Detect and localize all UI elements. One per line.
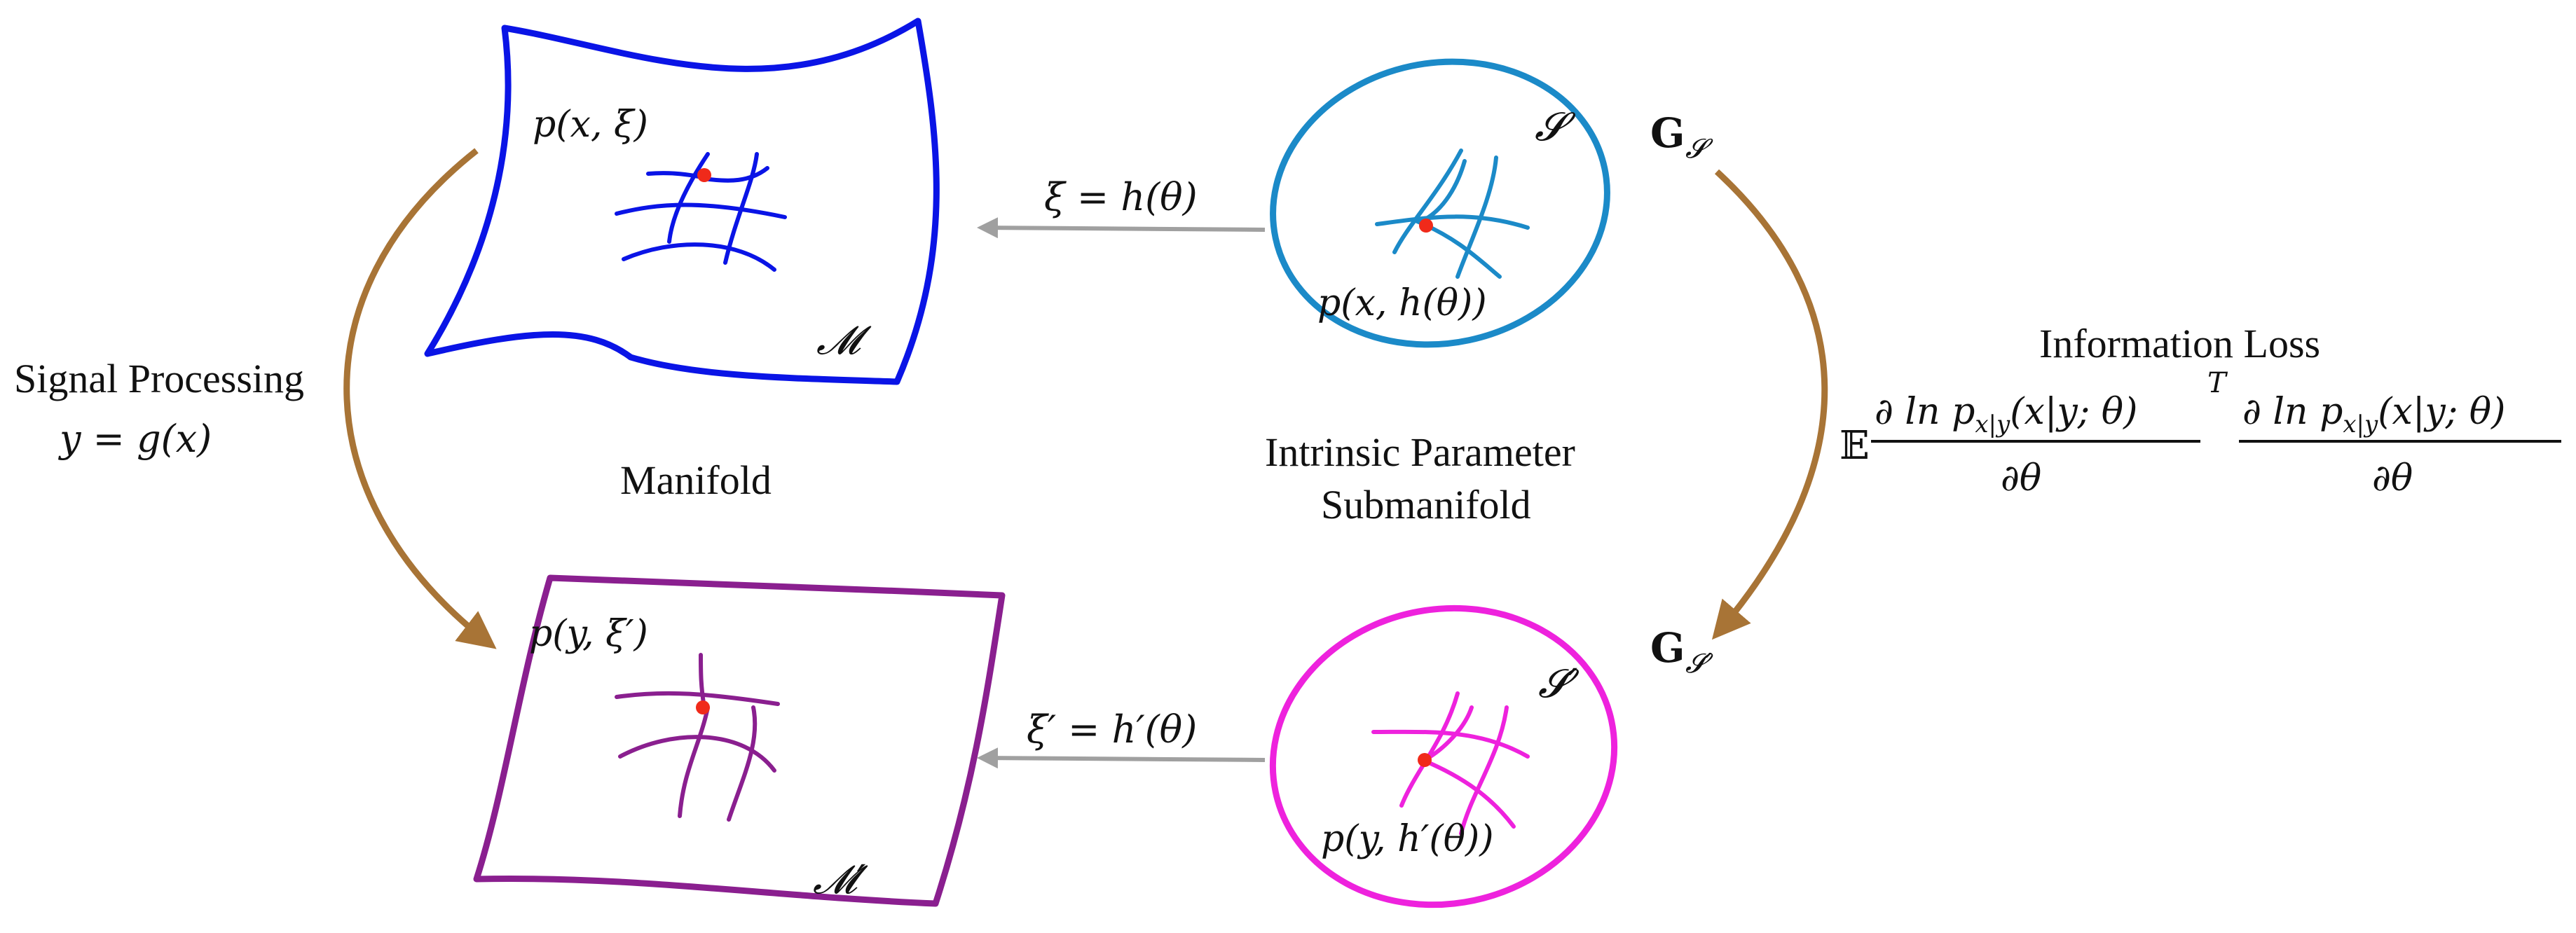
formula-expectation: 𝔼: [1839, 423, 1870, 469]
manifold-M-grid: [615, 152, 787, 272]
label-xip-eq: ξ′ = h′(θ): [1027, 707, 1197, 752]
label-M-prime: 𝓜′: [813, 857, 868, 903]
manifold-M-prime: p(y, ξ′) 𝓜′: [473, 574, 1006, 907]
mapping-arrow-top: ξ = h(θ): [977, 175, 1266, 239]
label-p-x-h: p(x, h(θ)): [1317, 282, 1487, 324]
metric-G-S-prime: G 𝓢′: [1650, 624, 1713, 679]
manifold-M: p(x, ξ) 𝓜: [424, 18, 940, 385]
formula-den2: ∂θ: [2372, 457, 2413, 499]
label-p-y-xip: p(y, ξ′): [529, 613, 648, 655]
signal-processing-eq: y = g(x): [58, 417, 212, 461]
submanifold-S-prime-outline: [1269, 604, 1618, 908]
submanifold-caption-line2: Submanifold: [1321, 482, 1531, 527]
svg-text:G: G: [1650, 109, 1685, 157]
formula-num2: ∂ ln px|y(x|y; θ): [2242, 391, 2505, 438]
information-loss-arrow: [1711, 169, 1828, 640]
label-xi-eq: ξ = h(θ): [1044, 175, 1198, 219]
label-M: 𝓜: [816, 318, 872, 364]
label-S: 𝓢: [1535, 104, 1576, 150]
submanifold-S-grid: [1375, 148, 1530, 279]
label-p-x-xi: p(x, ξ): [533, 104, 648, 146]
submanifold-S-outline: [1270, 58, 1610, 348]
submanifold-S: 𝓢 p(x, h(θ)): [1270, 58, 1610, 348]
manifold-M-outline: [424, 18, 940, 385]
point-S: [1419, 219, 1433, 233]
svg-text:𝓢′: 𝓢′: [1685, 648, 1713, 679]
manifold-M-prime-grid: [615, 653, 780, 822]
formula-transpose: T: [2207, 367, 2228, 399]
formula-num1: ∂ ln px|y(x|y; θ): [1875, 391, 2137, 438]
information-loss-label: Information Loss: [2039, 321, 2320, 366]
signal-processing-label: Signal Processing: [14, 356, 304, 401]
signal-processing-arrow: [343, 148, 497, 649]
svg-text:G: G: [1650, 624, 1685, 672]
metric-G-S: G 𝓢: [1650, 109, 1713, 164]
submanifold-caption-line1: Intrinsic Parameter: [1265, 429, 1575, 475]
fisher-formula: 𝔼 ∂ ln px|y(x|y; θ) ∂θ T ∂ ln px|y(x|y; …: [1839, 367, 2561, 499]
formula-den1: ∂θ: [2001, 457, 2041, 499]
label-p-y-hp: p(y, h′(θ)): [1321, 818, 1494, 860]
point-M-prime: [696, 700, 710, 714]
svg-text:𝓢: 𝓢: [1685, 133, 1713, 164]
point-M: [697, 168, 711, 182]
label-S-prime: 𝓢′: [1538, 661, 1580, 707]
manifold-M-prime-outline: [473, 574, 1006, 907]
manifold-caption: Manifold: [620, 457, 772, 503]
point-S-prime: [1418, 753, 1432, 767]
submanifold-S-prime: 𝓢′ p(y, h′(θ)): [1269, 604, 1618, 908]
submanifold-S-prime-grid: [1371, 691, 1530, 836]
mapping-arrow-bottom: ξ′ = h′(θ): [977, 707, 1266, 769]
